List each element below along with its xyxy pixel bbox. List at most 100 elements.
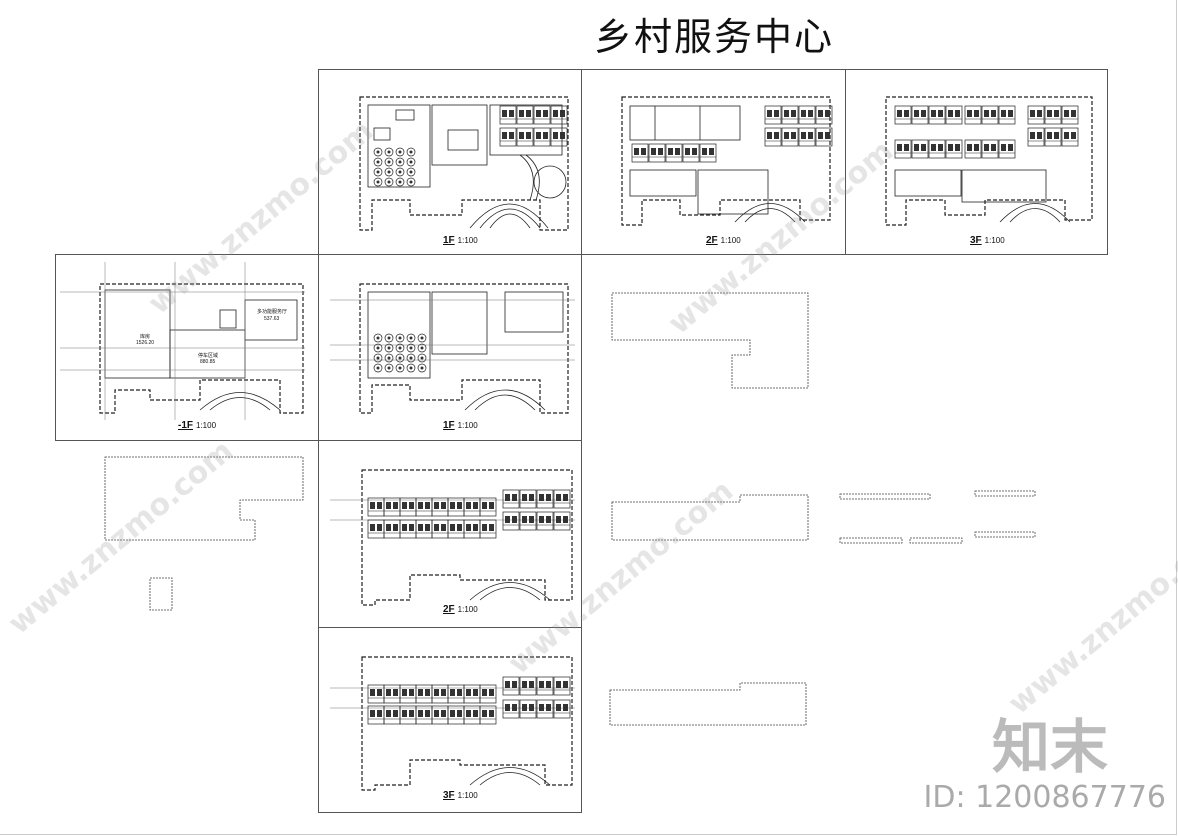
1f-top-room xyxy=(533,127,551,147)
3f-low-room xyxy=(415,705,433,725)
3f-top-room xyxy=(998,139,1016,159)
3f-top-room xyxy=(911,139,929,159)
3f-top-room xyxy=(1044,105,1062,125)
3f-low-room xyxy=(479,684,497,704)
room-area-parking: 880.85 xyxy=(200,359,216,365)
dining-table-1f-mid xyxy=(395,333,405,343)
1f-top-room xyxy=(516,127,534,147)
3f-top-room xyxy=(1027,127,1045,147)
dining-table-1f-mid xyxy=(406,363,416,373)
page-title: 乡村服务中心 xyxy=(593,15,834,59)
dining-table-1f-mid xyxy=(373,353,383,363)
3f-low-room xyxy=(519,676,537,696)
dining-table-1f-mid xyxy=(417,333,427,343)
dining-table-1f-mid xyxy=(395,343,405,353)
3f-top-room xyxy=(981,139,999,159)
3f-low-room xyxy=(383,705,401,725)
dining-table-1f-top xyxy=(406,147,416,157)
1f-top-room xyxy=(516,105,534,125)
3f-top-room xyxy=(928,105,946,125)
dining-table-1f-top xyxy=(373,147,383,157)
panel-1f-mid[interactable] xyxy=(318,254,582,441)
dining-table-1f-mid xyxy=(406,343,416,353)
2f-low-room xyxy=(553,489,571,509)
1f-top-room xyxy=(550,105,568,125)
dining-table-1f-mid xyxy=(373,363,383,373)
dining-table-1f-mid xyxy=(406,333,416,343)
dining-table-1f-top xyxy=(373,157,383,167)
2f-low-room xyxy=(367,497,385,517)
dining-table-1f-mid xyxy=(384,363,394,373)
dining-table-1f-top xyxy=(373,167,383,177)
2f-top-room xyxy=(798,105,816,125)
brand-id: ID: 1200867776 xyxy=(923,780,1166,815)
dining-table-1f-mid xyxy=(417,363,427,373)
3f-low-room xyxy=(431,684,449,704)
plan-1f-mid xyxy=(330,283,575,414)
2f-low-room xyxy=(367,519,385,539)
3f-low-room xyxy=(383,684,401,704)
2f-top-room xyxy=(648,143,666,163)
3f-low-room xyxy=(536,676,554,696)
dining-table-1f-top xyxy=(406,177,416,187)
dining-table-1f-top xyxy=(395,147,405,157)
2f-low-room xyxy=(479,519,497,539)
dining-table-1f-mid xyxy=(417,353,427,363)
dining-table-1f-mid xyxy=(373,343,383,353)
2f-top-room xyxy=(631,143,649,163)
dining-table-1f-top xyxy=(384,157,394,167)
2f-low-room xyxy=(431,497,449,517)
dining-table-1f-mid xyxy=(384,353,394,363)
room-area-storage: 1526.20 xyxy=(136,340,155,346)
dining-table-1f-top xyxy=(384,147,394,157)
3f-top-room xyxy=(911,105,929,125)
dining-table-1f-top xyxy=(384,167,394,177)
room-label-storage: 库房 xyxy=(140,334,151,340)
1f-top-room xyxy=(533,105,551,125)
2f-top-room xyxy=(798,127,816,147)
3f-top-room xyxy=(998,105,1016,125)
2f-low-room xyxy=(502,489,520,509)
2f-low-room xyxy=(383,497,401,517)
dining-table-1f-top xyxy=(395,177,405,187)
panel-b1f[interactable] xyxy=(55,254,319,441)
2f-low-room xyxy=(536,511,554,531)
3f-top-room xyxy=(964,139,982,159)
2f-low-room xyxy=(415,497,433,517)
3f-top-room xyxy=(945,139,963,159)
dining-table-1f-mid xyxy=(384,343,394,353)
3f-top-room xyxy=(1044,127,1062,147)
panel-1f-top[interactable] xyxy=(318,69,582,255)
2f-top-room xyxy=(781,105,799,125)
3f-top-room xyxy=(981,105,999,125)
dining-table-1f-mid xyxy=(395,363,405,373)
1f-top-room xyxy=(550,127,568,147)
2f-low-room xyxy=(519,489,537,509)
panel-3f-top[interactable] xyxy=(845,69,1108,255)
3f-low-room xyxy=(479,705,497,725)
2f-low-room xyxy=(399,519,417,539)
3f-top-room xyxy=(945,105,963,125)
dining-table-1f-mid xyxy=(395,353,405,363)
2f-low-room xyxy=(519,511,537,531)
3f-low-room xyxy=(502,676,520,696)
2f-low-room xyxy=(553,511,571,531)
3f-top-room xyxy=(964,105,982,125)
roof-outlines xyxy=(104,292,1036,726)
3f-low-room xyxy=(415,684,433,704)
2f-top-room xyxy=(815,105,833,125)
2f-top-room xyxy=(781,127,799,147)
3f-low-room xyxy=(519,699,537,719)
2f-low-room xyxy=(399,497,417,517)
dining-table-1f-mid xyxy=(373,333,383,343)
room-label-parking: 停车区域 xyxy=(198,353,219,359)
